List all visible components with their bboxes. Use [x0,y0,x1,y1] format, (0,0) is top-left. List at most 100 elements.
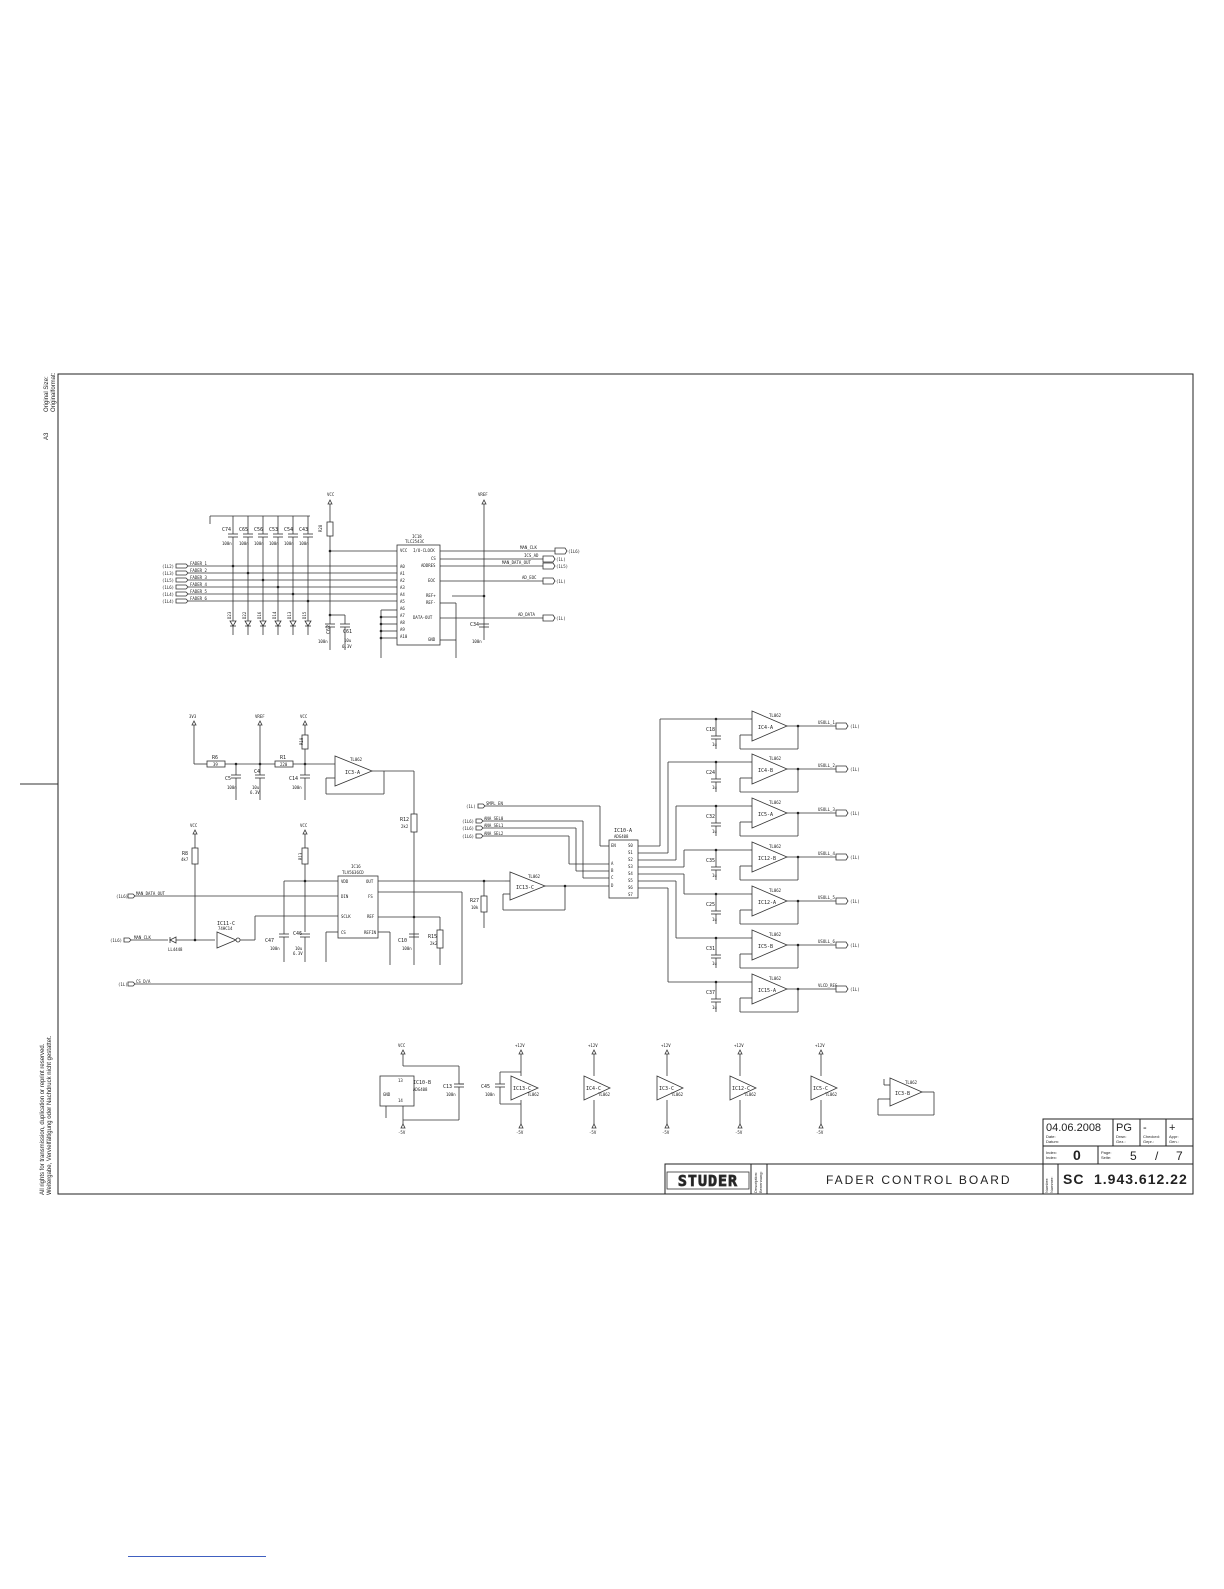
svg-text:FADER_6: FADER_6 [190,596,207,601]
opamp-ic3a [334,755,374,787]
svg-text:ANA_SEL2: ANA_SEL2 [484,831,504,836]
svg-text:S7: S7 [628,892,633,897]
svg-text:Number:: Number: [1044,1178,1049,1193]
svg-text:A: A [611,861,614,866]
sh-opamp [751,973,789,1005]
sh-cap-label: C18 [706,727,715,733]
sh-output-port: (1L) [850,943,860,948]
sh-output-label: USOLL_4 [818,851,835,856]
rail-p12v: +12V [815,1043,825,1048]
svg-text:Index:: Index: [1046,1155,1057,1160]
format-value: A3 [44,432,50,440]
svg-text:REF+: REF+ [426,593,436,598]
sh-opamp-label: IC12-A [758,900,776,906]
sample-hold-bank: C181uIC4-ATL062USOLL_1(1L)C241uIC4-BTL06… [638,710,860,1013]
sh-output-label: USOLL_3 [818,807,835,812]
sh-opamp-part: TL062 [769,888,782,893]
svg-text:R10: R10 [299,737,304,745]
svg-text:SMPL_EN: SMPL_EN [486,801,503,806]
svg-text:100n: 100n [318,639,328,644]
svg-text:S4: S4 [628,871,633,876]
power-unit-part: TL062 [598,1092,611,1097]
svg-text:Gepr.:: Gepr.: [1143,1139,1154,1144]
svg-text:100n: 100n [299,541,309,546]
sh-cap-value: 1u [712,1005,717,1010]
svg-text:10u: 10u [252,785,260,790]
svg-text:C53: C53 [269,527,278,533]
sh-opamp-part: TL062 [769,756,782,761]
drawing-number: 1.943.612.22 [1094,1171,1188,1187]
svg-text:REF: REF [367,914,375,919]
sh-opamp-label: IC5-A [758,812,773,818]
svg-text:A9: A9 [400,627,405,632]
svg-text:100n: 100n [227,785,237,790]
svg-text:VDD: VDD [341,879,349,884]
svg-text:-5V: -5V [516,1130,524,1135]
svg-text:6.3V: 6.3V [293,951,303,956]
svg-text:(1L6): (1L6) [462,834,474,839]
svg-text:Weitergabe, Vervielfältigung o: Weitergabe, Vervielfältigung oder Nachdr… [47,1035,53,1195]
svg-text:S0: S0 [628,843,633,848]
svg-text:2k2: 2k2 [430,941,438,946]
ic18-label: IC18 [412,534,422,539]
svg-text:MAN_CLK: MAN_CLK [520,545,537,550]
sh-output-port: (1L) [850,724,860,729]
svg-text:R12: R12 [400,817,409,823]
sh-opamp-label: IC5-B [758,944,773,950]
svg-text:FADER_5: FADER_5 [190,589,207,594]
top-diodes: D23 D22 D16 D14 D13 D15 [227,604,312,635]
svg-text:(1L2): (1L2) [162,564,174,569]
sh-output-port: (1L) [850,987,860,992]
sh-opamp [751,885,789,917]
svg-text:+12V: +12V [515,1043,525,1048]
power-unit-label: IC5-C [813,1086,828,1092]
svg-text:DIN: DIN [341,894,349,899]
sh-opamp-part: TL062 [769,932,782,937]
svg-text:A5: A5 [400,599,405,604]
sh-cap-value: 1u [712,742,717,747]
sh-cap-value: 1u [712,829,717,834]
svg-text:VCC: VCC [398,1043,406,1048]
svg-text:FADER_2: FADER_2 [190,568,207,573]
svg-text:R27: R27 [470,898,479,904]
svg-text:(1L6): (1L6) [110,938,122,943]
input-man-data-out: MAN_DATA_OUT [136,891,165,896]
svg-text:C43: C43 [299,527,308,533]
tb-checked: - [1143,1122,1147,1134]
svg-text:IC3-A: IC3-A [345,770,360,776]
rail-p12v: +12V [661,1043,671,1048]
rail-m5v: -5V [816,1130,824,1135]
svg-text:OUT: OUT [366,879,374,884]
sh-opamp-label: IC12-B [758,856,776,862]
resistor-r27 [480,895,488,913]
svg-text:(1L4): (1L4) [162,592,174,597]
format-label-text: Original Size: [44,376,50,412]
svg-text:A2: A2 [400,578,405,583]
svg-text:DATA-OUT: DATA-OUT [413,615,433,620]
svg-text:TL062: TL062 [528,874,541,879]
svg-text:R8: R8 [182,851,188,857]
svg-text:C47: C47 [265,938,274,944]
svg-text:C: C [611,875,614,880]
svg-text:ANA_SEL0: ANA_SEL0 [484,816,504,821]
svg-text:6.3V: 6.3V [250,790,260,795]
svg-text:IC10-A: IC10-A [614,828,632,834]
power-unit-label: IC3-C [659,1086,674,1092]
svg-text:R13: R13 [298,852,303,860]
svg-text:D16: D16 [257,611,262,619]
svg-text:-5V: -5V [398,1130,406,1135]
svg-text:(1L): (1L) [556,557,566,562]
svg-text:TLV5636CD: TLV5636CD [342,870,364,875]
sh-output-port: (1L) [850,767,860,772]
svg-text:EOC: EOC [428,578,436,583]
svg-text:D22: D22 [242,611,247,619]
svg-text:LL4448: LL4448 [168,947,183,952]
svg-text:TL062: TL062 [905,1080,918,1085]
svg-text:VREF: VREF [255,714,265,719]
